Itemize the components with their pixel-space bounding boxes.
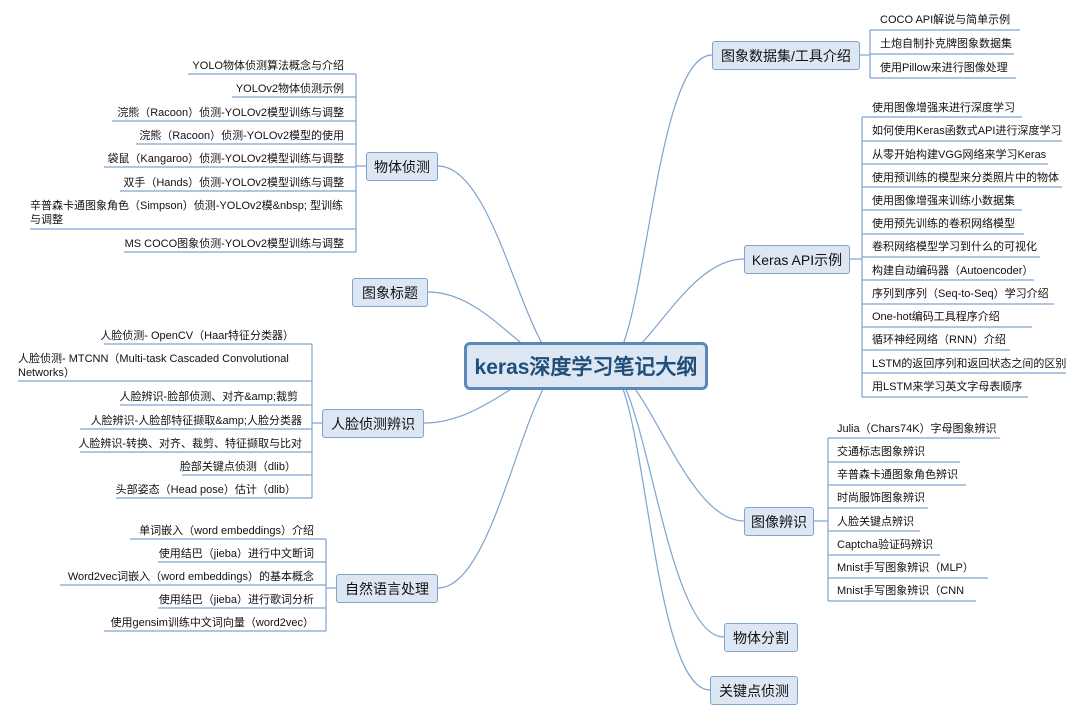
branch-image-recognition[interactable]: 图像辨识	[744, 507, 814, 536]
branch-datasets-tools[interactable]: 图象数据集/工具介绍	[712, 41, 860, 70]
leaf-object-detection[interactable]: MS COCO图象侦测-YOLOv2模型训练与调整	[124, 238, 344, 250]
leaf-datasets-tools[interactable]: 使用Pillow来进行图像处理	[880, 62, 1008, 74]
leaf-nlp[interactable]: 使用结巴（jieba）进行歌词分析	[158, 594, 314, 606]
leaf-keras-api[interactable]: 使用预先训练的卷积网络模型	[872, 218, 1015, 230]
branch-keras-api[interactable]: Keras API示例	[744, 245, 850, 274]
leaf-face-recognition[interactable]: 人脸侦测- MTCNN（Multi-task Cascaded Convolut…	[18, 353, 289, 379]
leaf-face-recognition[interactable]: 人脸侦测- OpenCV（Haar特征分类器）	[100, 330, 294, 342]
branch-object-detection[interactable]: 物体侦测	[366, 152, 438, 181]
leaf-face-recognition[interactable]: 脸部关键点侦测（dlib）	[179, 461, 296, 473]
leaf-keras-api[interactable]: 从零开始构建VGG网络来学习Keras	[872, 149, 1047, 161]
central-topic[interactable]: keras深度学习笔记大纲	[464, 342, 708, 390]
branch-connector	[437, 365, 567, 589]
leaf-image-recognition[interactable]: Mnist手写图象辨识（CNN	[837, 585, 965, 597]
leaf-image-recognition[interactable]: Captcha验证码辨识	[837, 539, 933, 551]
leaf-image-recognition[interactable]: 人脸关键点辨识	[837, 516, 914, 528]
leaf-keras-api[interactable]: LSTM的返回序列和返回状态之间的区别	[872, 358, 1067, 370]
leaf-keras-api[interactable]: 序列到序列（Seq-to-Seq）学习介绍	[872, 288, 1049, 300]
branch-connector	[605, 54, 713, 367]
leaf-datasets-tools[interactable]: 土炮自制扑克牌图象数据集	[880, 38, 1012, 50]
leaf-face-recognition[interactable]: 人脸辨识-人脸部特征撷取&amp;人脸分类器	[90, 415, 302, 427]
leaf-object-detection[interactable]: 袋鼠（Kangaroo）侦测-YOLOv2模型训练与调整	[107, 153, 344, 165]
leaf-object-detection[interactable]: 双手（Hands）侦测-YOLOv2模型训练与调整	[123, 177, 344, 189]
leaf-image-recognition[interactable]: Julia（Chars74K）字母图象辨识	[837, 423, 997, 435]
branch-nlp[interactable]: 自然语言处理	[336, 574, 438, 603]
leaf-keras-api[interactable]: 用LSTM来学习英文字母表顺序	[872, 381, 1023, 393]
leaf-image-recognition[interactable]: 辛普森卡通图象角色辨识	[837, 469, 958, 481]
leaf-object-detection[interactable]: YOLOv2物体侦测示例	[235, 83, 344, 95]
leaf-nlp[interactable]: 单词嵌入（word embeddings）介绍	[139, 525, 314, 537]
leaf-nlp[interactable]: 使用结巴（jieba）进行中文断词	[158, 548, 314, 560]
branch-connector	[437, 165, 567, 367]
leaf-face-recognition[interactable]: 人脸辨识-脸部侦测、对齐&amp;裁剪	[119, 391, 298, 403]
leaf-keras-api[interactable]: 构建自动编码器（Autoencoder）	[872, 265, 1034, 277]
leaf-object-detection[interactable]: 浣熊（Racoon）侦测-YOLOv2模型训练与调整	[117, 107, 344, 119]
leaf-nlp[interactable]: Word2vec词嵌入（word embeddings）的基本概念	[67, 571, 314, 583]
leaf-keras-api[interactable]: One-hot编码工具程序介绍	[872, 311, 1000, 323]
leaf-keras-api[interactable]: 使用图像增强来进行深度学习	[872, 102, 1015, 114]
leaf-nlp[interactable]: 使用gensim训练中文词向量（word2vec）	[110, 617, 314, 629]
leaf-face-recognition[interactable]: 人脸辨识-转换、对齐、裁剪、特征撷取与比对	[78, 438, 302, 450]
leaf-image-recognition[interactable]: 交通标志图象辨识	[837, 446, 925, 458]
branch-object-segmentation[interactable]: 物体分割	[724, 623, 798, 652]
leaf-keras-api[interactable]: 卷积网络模型学习到什么的可视化	[872, 241, 1037, 253]
leaf-object-detection[interactable]: 辛普森卡通图象角色（Simpson）侦测-YOLOv2模&nbsp; 型训练与调…	[30, 200, 343, 226]
branch-connector	[605, 365, 711, 691]
leaf-image-recognition[interactable]: 时尚服饰图象辨识	[837, 492, 925, 504]
branch-face-recognition[interactable]: 人脸侦测辨识	[322, 409, 424, 438]
leaf-keras-api[interactable]: 使用预训练的模型来分类照片中的物体	[872, 172, 1059, 184]
leaf-datasets-tools[interactable]: COCO API解说与简单示例	[880, 14, 1011, 26]
branch-image-caption[interactable]: 图象标题	[352, 278, 428, 307]
leaf-image-recognition[interactable]: Mnist手写图象辨识（MLP）	[837, 562, 974, 574]
leaf-keras-api[interactable]: 循环神经网络（RNN）介绍	[872, 334, 1006, 346]
leaf-face-recognition[interactable]: 头部姿态（Head pose）估计（dlib）	[115, 484, 296, 496]
leaf-keras-api[interactable]: 使用图像增强来训练小数据集	[872, 195, 1015, 207]
leaf-object-detection[interactable]: 浣熊（Racoon）侦测-YOLOv2模型的使用	[139, 130, 344, 142]
leaf-object-detection[interactable]: YOLO物体侦测算法概念与介绍	[192, 60, 344, 72]
leaf-keras-api[interactable]: 如何使用Keras函数式API进行深度学习	[872, 125, 1062, 137]
branch-keypoint-detection[interactable]: 关键点侦测	[710, 676, 798, 705]
